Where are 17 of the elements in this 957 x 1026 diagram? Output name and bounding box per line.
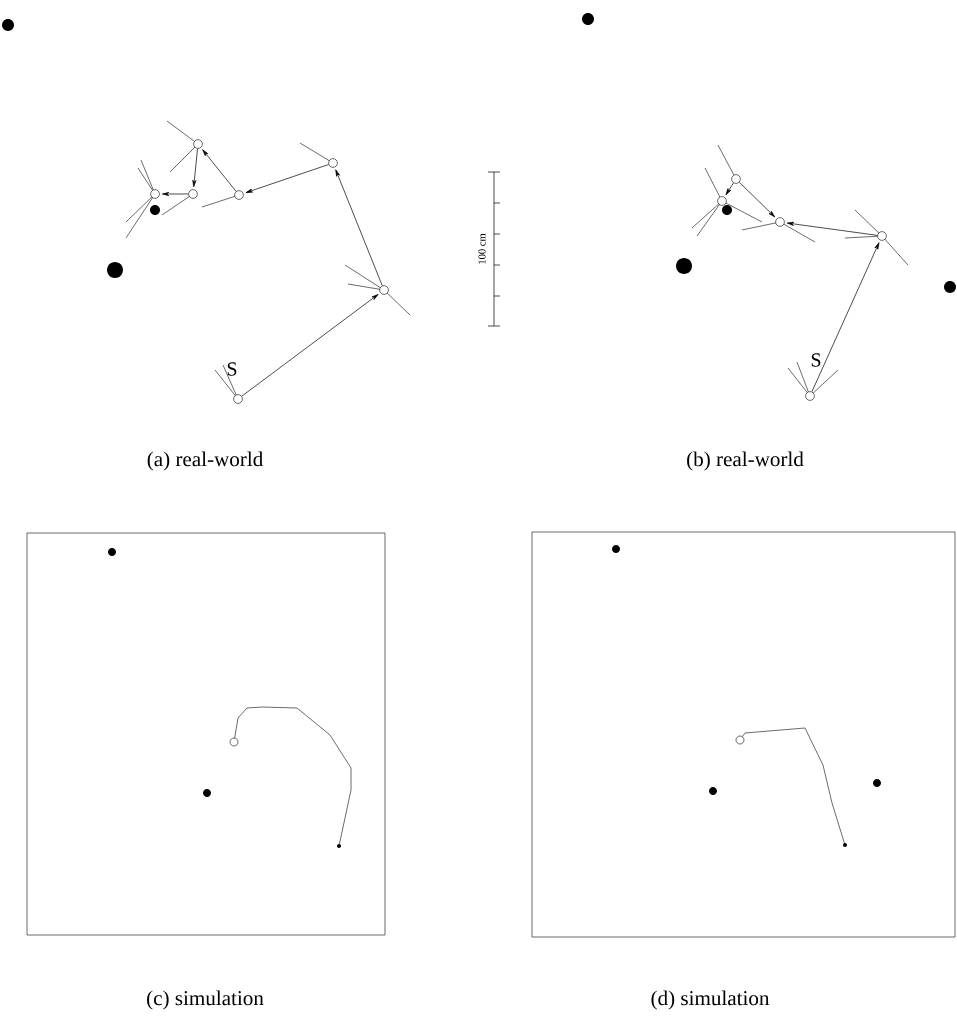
arrow (786, 221, 878, 236)
arrow (192, 148, 198, 188)
scale-label: 100 cm (478, 233, 486, 264)
arrow (245, 164, 329, 193)
panel-caption: (c) simulation (147, 990, 264, 1010)
arrow (811, 242, 880, 393)
arrow (725, 182, 734, 196)
arrow (202, 149, 237, 192)
start-label: S (811, 353, 821, 367)
start-label: S (227, 362, 237, 376)
arrow (335, 169, 383, 286)
panel-caption: (d) simulation (651, 990, 770, 1010)
arrow (241, 294, 379, 397)
panel-caption: (b) real-world (687, 451, 804, 471)
arrow (161, 192, 189, 196)
arrow (739, 181, 776, 218)
panel-caption: (a) real-world (147, 451, 263, 471)
